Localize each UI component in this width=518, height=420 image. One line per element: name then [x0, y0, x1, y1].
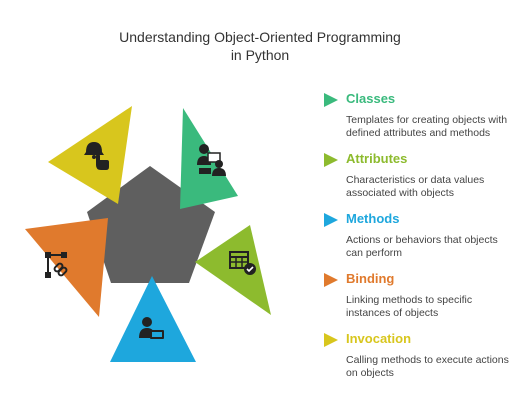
- legend-marker-methods: [324, 213, 338, 227]
- legend-desc-methods: Actions or behaviors that objects can pe…: [346, 234, 498, 259]
- legend-title-invocation: Invocation: [346, 331, 412, 346]
- legend-title-binding: Binding: [346, 271, 395, 286]
- title-line-2: in Python: [230, 47, 290, 63]
- legend-title-attributes: Attributes: [346, 151, 408, 166]
- user-laptop-icon: [139, 317, 164, 339]
- linked-nodes-icon: [45, 252, 68, 278]
- table-check-icon: [229, 251, 256, 275]
- triangle-methods: [110, 276, 196, 362]
- triangle-attributes: [195, 225, 271, 315]
- people-presentation-icon: [197, 144, 226, 176]
- legend-marker-classes: [324, 93, 338, 107]
- legend-title-classes: Classes: [346, 91, 396, 106]
- legend-desc-binding: Linking methods to specific instances of…: [346, 294, 473, 319]
- tap-bell-icon: [84, 142, 109, 170]
- triangle-binding: [25, 218, 108, 317]
- legend-title-methods: Methods: [346, 211, 400, 226]
- legend-marker-binding: [324, 273, 338, 287]
- legend-markers: [324, 93, 338, 347]
- legend-desc-invocation: Calling methods to execute actions on ob…: [346, 354, 509, 379]
- legend-desc-classes: Templates for creating objects with defi…: [346, 114, 508, 139]
- title-line-1: Understanding Object-Oriented Programmin…: [119, 29, 401, 45]
- legend-desc-attributes: Characteristics or data values associate…: [346, 174, 485, 199]
- legend-marker-invocation: [324, 333, 338, 347]
- legend-marker-attributes: [324, 153, 338, 167]
- diagram-title: Understanding Object-Oriented Programmin…: [95, 28, 425, 64]
